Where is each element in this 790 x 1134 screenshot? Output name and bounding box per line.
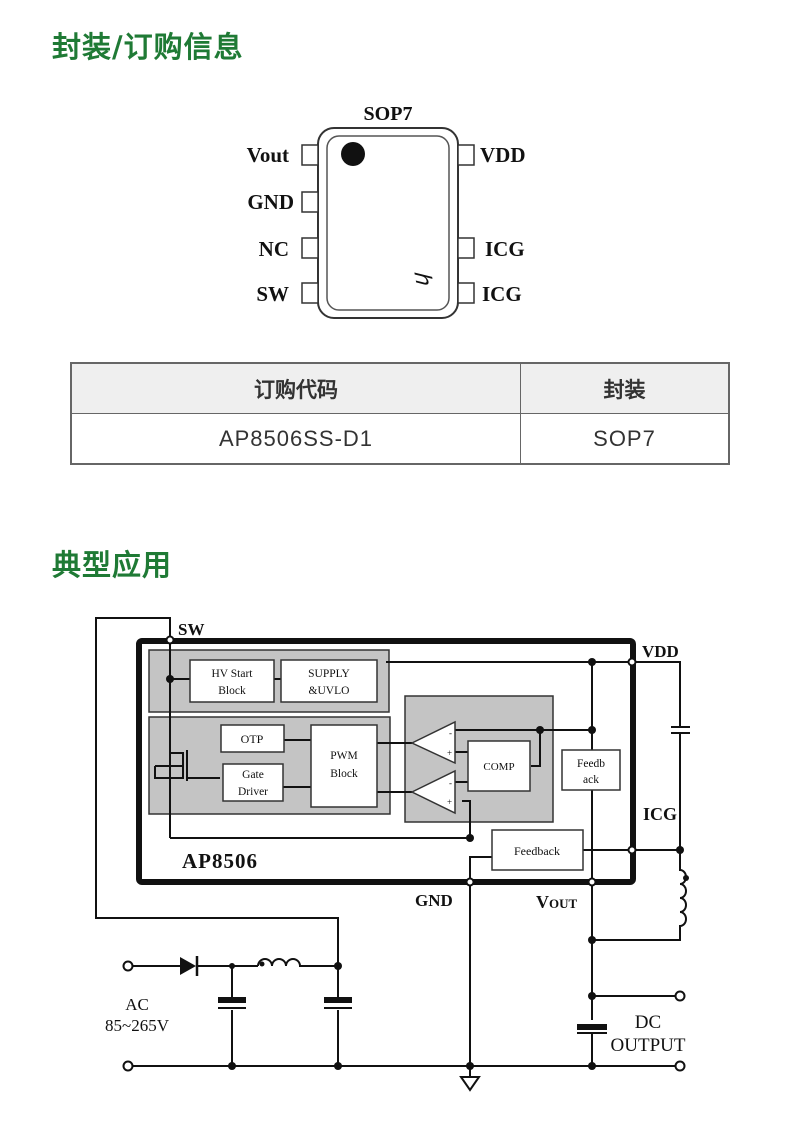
- opamp-upper-plus: +: [447, 748, 452, 758]
- otp-label: OTP: [241, 732, 264, 746]
- table-header-row: 订购代码 封装: [70, 362, 730, 414]
- vout-pin-label: VOUT: [536, 892, 578, 912]
- gnd-pin-label: GND: [415, 891, 453, 910]
- gate-driver-label-2: Driver: [238, 786, 268, 798]
- pwm-label-2: Block: [330, 768, 358, 780]
- chip-outline: [136, 638, 636, 885]
- dc-output-label-1: DC: [635, 1012, 661, 1033]
- opamp-lower-minus: -: [449, 778, 452, 788]
- pin-stub: [457, 144, 475, 166]
- capacitor-input-1: [218, 997, 246, 1003]
- gate-driver-block: [222, 763, 284, 802]
- header-order-code: 订购代码: [70, 362, 521, 414]
- pwm-block: [310, 724, 378, 808]
- icg-pin-label: ICG: [643, 804, 677, 824]
- hv-start-block: [189, 659, 275, 703]
- hv-start-label-1: HV Start: [212, 668, 254, 680]
- feedback-vertical-label-2: ack: [583, 774, 599, 786]
- pwm-label-1: PWM: [330, 750, 357, 762]
- ac-input-label-1: AC: [125, 995, 149, 1014]
- pin-label-right-4: ICG: [482, 282, 522, 306]
- hv-start-label-2: Block: [218, 685, 246, 697]
- left-pins: Vout GND NC SW: [247, 143, 319, 306]
- sw-pin-label: SW: [178, 620, 204, 639]
- pin1-marker-dot: [341, 142, 365, 166]
- feedback-block: [491, 829, 584, 871]
- sop7-pinout-diagram: SOP7 ℎ Vout GND NC SW VDD ICG ICG: [247, 103, 526, 319]
- opamp-upper: [410, 720, 456, 765]
- pin-label-right-3: ICG: [485, 237, 525, 261]
- pin-vdd-terminal: [627, 657, 637, 667]
- pin-label-left-1: Vout: [247, 143, 289, 167]
- opamp-lower-plus: +: [447, 797, 452, 807]
- pin-label-right-1: VDD: [480, 143, 526, 167]
- dc-output-label-2: OUTPUT: [611, 1035, 686, 1056]
- feedback-vertical-label-1: Feedb: [577, 758, 605, 770]
- comp-label: COMP: [483, 761, 514, 773]
- feedback-label: Feedback: [514, 844, 560, 858]
- pin-gnd-terminal: [465, 877, 475, 887]
- ac-input-label-2: 85~265V: [105, 1016, 170, 1035]
- sw-wire: [95, 617, 339, 965]
- ac-input-terminal-bottom: [122, 1060, 134, 1072]
- ordering-table: 订购代码 封装 AP8506SS-D1 SOP7: [70, 362, 730, 465]
- pin-icg-terminal: [627, 845, 637, 855]
- section-title-typical-application: 典型应用: [52, 548, 173, 582]
- pin-sw-terminal: [165, 635, 175, 645]
- chip-body-inner: [326, 135, 450, 311]
- diode-icon: [180, 957, 196, 975]
- capacitor-input-2: [324, 997, 352, 1003]
- pin-vout-terminal: [587, 877, 597, 887]
- chip-name-label: AP8506: [182, 849, 258, 873]
- pin-stub: [301, 237, 319, 259]
- dc-output-terminal-top: [674, 990, 686, 1002]
- vdd-pin-label: VDD: [642, 642, 679, 661]
- cell-package: SOP7: [520, 413, 730, 465]
- supply-uvlo-block: [280, 659, 378, 703]
- right-pins: VDD ICG ICG: [457, 143, 526, 306]
- cell-order-code: AP8506SS-D1: [70, 413, 521, 465]
- comp-block: [467, 740, 531, 792]
- opamp-upper-minus: -: [449, 728, 452, 738]
- pin-stub: [301, 191, 319, 213]
- opamp-lower: [410, 769, 456, 815]
- supply-label-1: SUPPLY: [308, 668, 350, 680]
- pin-stub: [301, 282, 319, 304]
- pin-stub: [457, 237, 475, 259]
- section-title-package-ordering: 封装/订购信息: [52, 30, 244, 64]
- capacitor-output: [577, 1024, 607, 1030]
- gate-driver-label-1: Gate: [242, 769, 264, 781]
- otp-block: [220, 724, 285, 753]
- supply-label-2: &UVLO: [309, 685, 350, 697]
- pin-stub: [301, 144, 319, 166]
- table-row: AP8506SS-D1 SOP7: [70, 413, 730, 465]
- feedback-block-vertical: [561, 749, 621, 791]
- pin-label-left-2: GND: [247, 190, 294, 214]
- header-package: 封装: [520, 362, 730, 414]
- dc-output-terminal-bottom: [674, 1060, 686, 1072]
- package-label: SOP7: [364, 103, 413, 125]
- pin-label-left-4: SW: [256, 282, 289, 306]
- pin-stub: [457, 282, 475, 304]
- pin-label-left-3: NC: [259, 237, 289, 261]
- ac-input-terminal-top: [122, 960, 134, 972]
